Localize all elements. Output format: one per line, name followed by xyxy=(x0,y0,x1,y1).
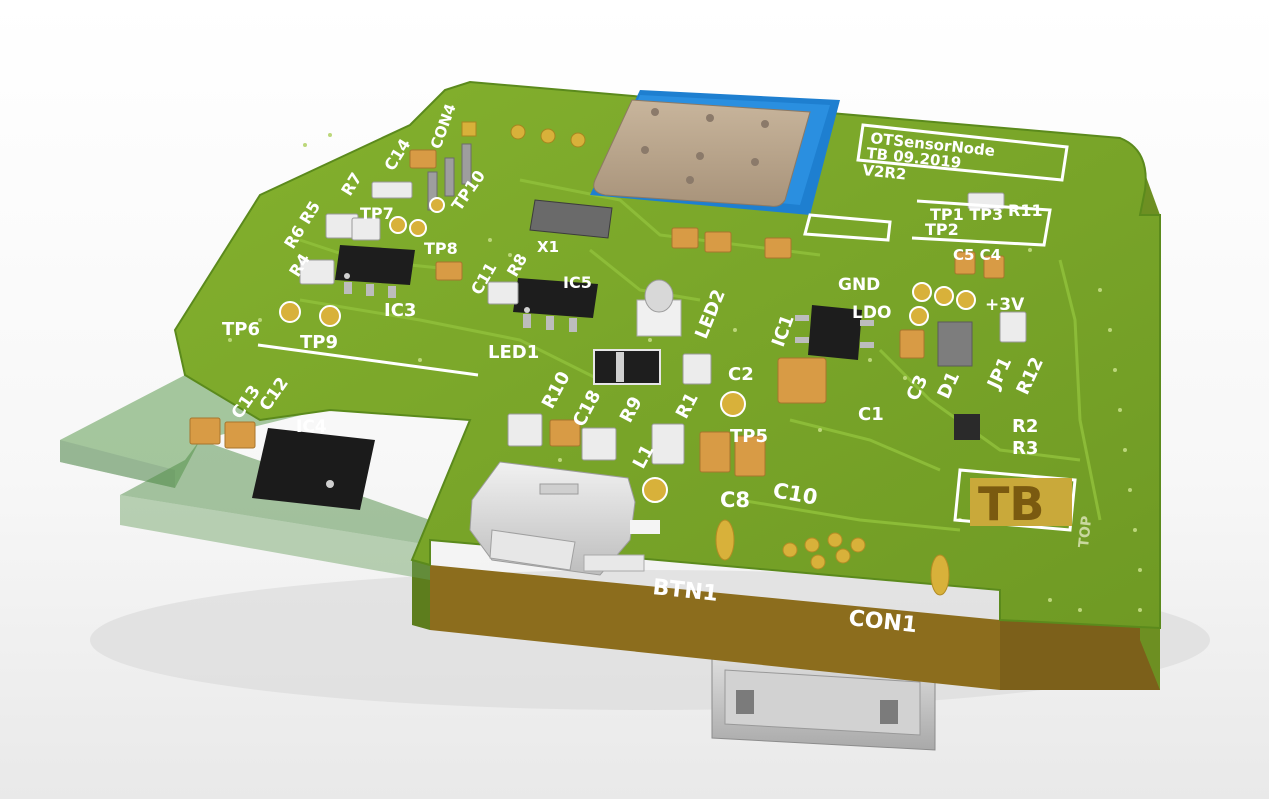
mounting-pads xyxy=(715,519,950,596)
label-ic4: IC4 xyxy=(296,417,327,437)
label-c5c4: C5 C4 xyxy=(953,246,1001,264)
silkscreen-outlines xyxy=(257,123,1077,532)
layer-label: TOP xyxy=(1076,515,1095,548)
label-gnd: GND xyxy=(838,275,880,295)
ble-module xyxy=(590,90,840,215)
test-point-pads xyxy=(279,197,976,503)
label-tp9: TP9 xyxy=(300,332,338,353)
copper-traces xyxy=(299,178,1102,532)
tb-logo: TB TOP xyxy=(970,477,1095,548)
crystal-x1 xyxy=(529,199,613,239)
label-tp2: TP2 xyxy=(925,220,959,239)
label-plus3v: +3V xyxy=(985,295,1025,315)
led2 xyxy=(636,279,682,337)
label-r11: R11 xyxy=(1008,201,1043,220)
label-c8: C8 xyxy=(720,488,750,512)
label-tp5: TP5 xyxy=(730,426,768,447)
label-tp8: TP8 xyxy=(424,239,458,258)
board-revision-text: V2R2 xyxy=(862,161,908,184)
label-r2: R2 xyxy=(1012,416,1038,437)
diodes xyxy=(593,321,980,440)
ic-packages xyxy=(252,245,862,510)
capacitors xyxy=(189,149,1005,477)
label-c2: C2 xyxy=(728,364,754,385)
label-x1: X1 xyxy=(537,238,559,256)
label-tp6: TP6 xyxy=(222,319,260,340)
resistors xyxy=(299,181,1027,465)
header-pads-con4 xyxy=(461,121,586,148)
pcb-top-surface xyxy=(173,80,1161,630)
label-ic3: IC3 xyxy=(384,300,416,321)
tb-logo-text: TB xyxy=(978,477,1044,531)
ic-leads xyxy=(344,282,874,348)
button-btn1 xyxy=(469,461,660,576)
label-c1: C1 xyxy=(858,404,884,425)
label-ldo: LDO xyxy=(852,303,891,323)
label-tp1tp3: TP1 TP3 xyxy=(930,205,1003,224)
label-r3: R3 xyxy=(1012,438,1038,459)
label-ic5: IC5 xyxy=(563,273,592,292)
label-led1: LED1 xyxy=(488,342,539,363)
label-tp7: TP7 xyxy=(360,204,394,223)
